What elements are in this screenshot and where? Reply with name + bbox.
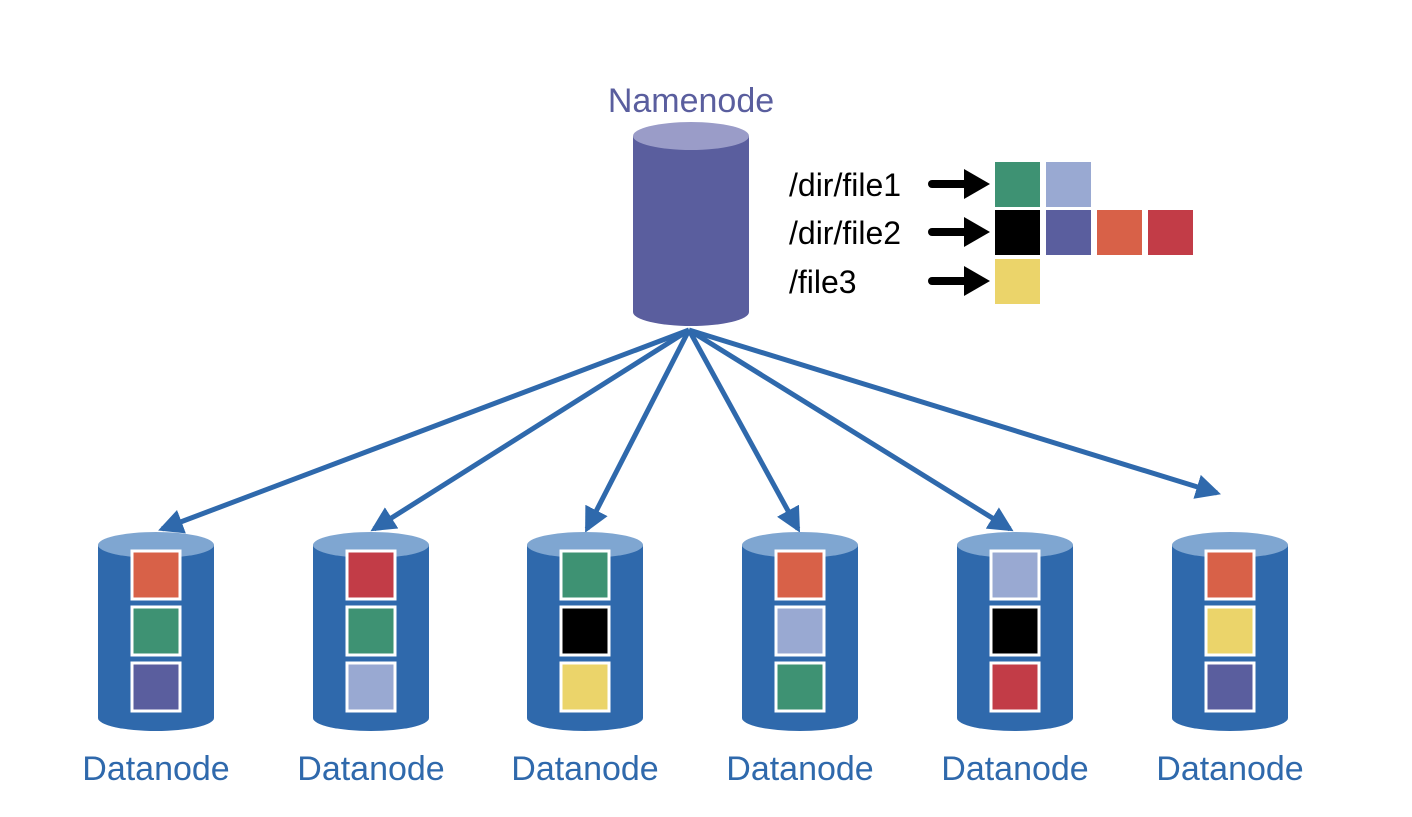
datanode-block-black: [559, 605, 611, 657]
datanode-block-yellow: [1204, 605, 1256, 657]
datanode-block-black: [989, 605, 1041, 657]
file-arrow-head: [964, 169, 990, 199]
datanode: Datanode: [941, 532, 1089, 788]
datanode: Datanode: [511, 532, 659, 788]
datanode-label: Datanode: [511, 750, 658, 788]
datanode-block-purple: [130, 661, 182, 713]
file-block-light-blue: [1046, 162, 1091, 207]
datanode-label: Datanode: [297, 750, 444, 788]
datanode-block-yellow: [559, 661, 611, 713]
file-block-green: [995, 162, 1040, 207]
datanode-cylinder-top: [957, 532, 1073, 558]
file-row: /dir/file2: [789, 210, 1193, 255]
namenode-cylinder-top: [633, 122, 749, 150]
file-block-yellow: [995, 259, 1040, 304]
datanode-label: Datanode: [726, 750, 873, 788]
datanode-block-orange: [130, 549, 182, 601]
namenode-to-datanode-arrows: [158, 327, 1221, 534]
file-arrow-head: [964, 217, 990, 247]
datanode-label: Datanode: [1156, 750, 1303, 788]
datanode-block-orange: [1204, 549, 1256, 601]
file-block-mapping: /dir/file1/dir/file2/file3: [789, 162, 1193, 304]
datanode-cylinder-top: [527, 532, 643, 558]
namenode-to-datanode-arrow: [370, 327, 691, 532]
datanode-block-green: [559, 549, 611, 601]
namenode: Namenode: [608, 82, 774, 326]
datanode-block-light-blue: [774, 605, 826, 657]
datanode-block-light-blue: [989, 549, 1041, 601]
file-block-purple: [1046, 210, 1091, 255]
file-block-black: [995, 210, 1040, 255]
datanode-block-red: [345, 549, 397, 601]
namenode-to-datanode-arrow: [158, 327, 690, 534]
datanodes: Datanode Datanode Datanode Datanode Datanode…: [82, 532, 1304, 788]
datanode-label: Datanode: [941, 750, 1088, 788]
namenode-label: Namenode: [608, 82, 774, 120]
datanode-block-light-blue: [345, 661, 397, 713]
file-arrow-head: [964, 266, 990, 296]
datanode: Datanode: [82, 532, 230, 788]
datanode-block-green: [130, 605, 182, 657]
namenode-cylinder-body: [633, 136, 749, 326]
file-row: /file3: [789, 259, 1040, 304]
datanode: Datanode: [1156, 532, 1304, 788]
datanode-cylinder-top: [98, 532, 214, 558]
namenode-to-datanode-arrow: [584, 328, 692, 533]
file-block-orange: [1097, 210, 1142, 255]
datanode-block-purple: [1204, 661, 1256, 713]
datanode-cylinder-top: [313, 532, 429, 558]
file-path-label: /dir/file2: [789, 215, 901, 251]
file-path-label: /dir/file1: [789, 167, 901, 203]
datanode-block-green: [345, 605, 397, 657]
datanode: Datanode: [726, 532, 874, 788]
file-block-red: [1148, 210, 1193, 255]
datanode-block-green: [774, 661, 826, 713]
datanode: Datanode: [297, 532, 445, 788]
namenode-to-datanode-arrow: [687, 327, 1014, 532]
namenode-to-datanode-arrow: [686, 328, 801, 533]
datanode-cylinder-top: [742, 532, 858, 558]
datanode-block-red: [989, 661, 1041, 713]
datanode-block-orange: [774, 549, 826, 601]
file-path-label: /file3: [789, 264, 857, 300]
datanode-cylinder-top: [1172, 532, 1288, 558]
namenode-to-datanode-arrow: [688, 327, 1221, 499]
datanode-label: Datanode: [82, 750, 229, 788]
file-row: /dir/file1: [789, 162, 1091, 207]
